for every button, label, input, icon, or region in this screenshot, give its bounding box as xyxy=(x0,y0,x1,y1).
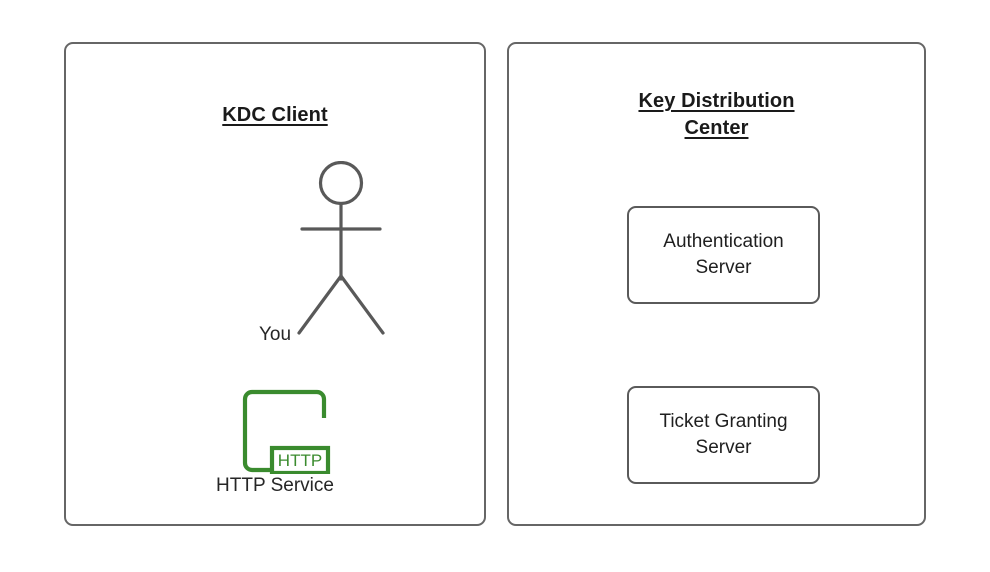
http-service-label: HTTP Service xyxy=(216,475,334,496)
authentication-server-label: Authentication Server xyxy=(663,231,784,278)
ticket-granting-server-box[interactable]: Ticket Granting Server xyxy=(627,386,820,484)
http-service-icon: HTTP xyxy=(238,384,338,474)
panel-kdc-client[interactable]: KDC Client You HTTP HTTP Service xyxy=(64,42,486,526)
svg-text:HTTP: HTTP xyxy=(278,451,322,470)
panel-kdc-title-line1: Key Distribution xyxy=(638,90,795,112)
actor-label-you: You xyxy=(258,324,292,345)
panel-kdc-title-line2: Center xyxy=(684,117,749,139)
panel-kdc-client-title: KDC Client xyxy=(222,104,328,126)
panel-kdc-title: Key Distribution Center xyxy=(509,88,924,142)
authentication-server-box[interactable]: Authentication Server xyxy=(627,206,820,304)
ticket-granting-server-label: Ticket Granting Server xyxy=(659,411,788,458)
actor-stick-figure-icon xyxy=(277,161,405,341)
panel-key-distribution-center[interactable]: Key Distribution Center Authentication S… xyxy=(507,42,926,526)
